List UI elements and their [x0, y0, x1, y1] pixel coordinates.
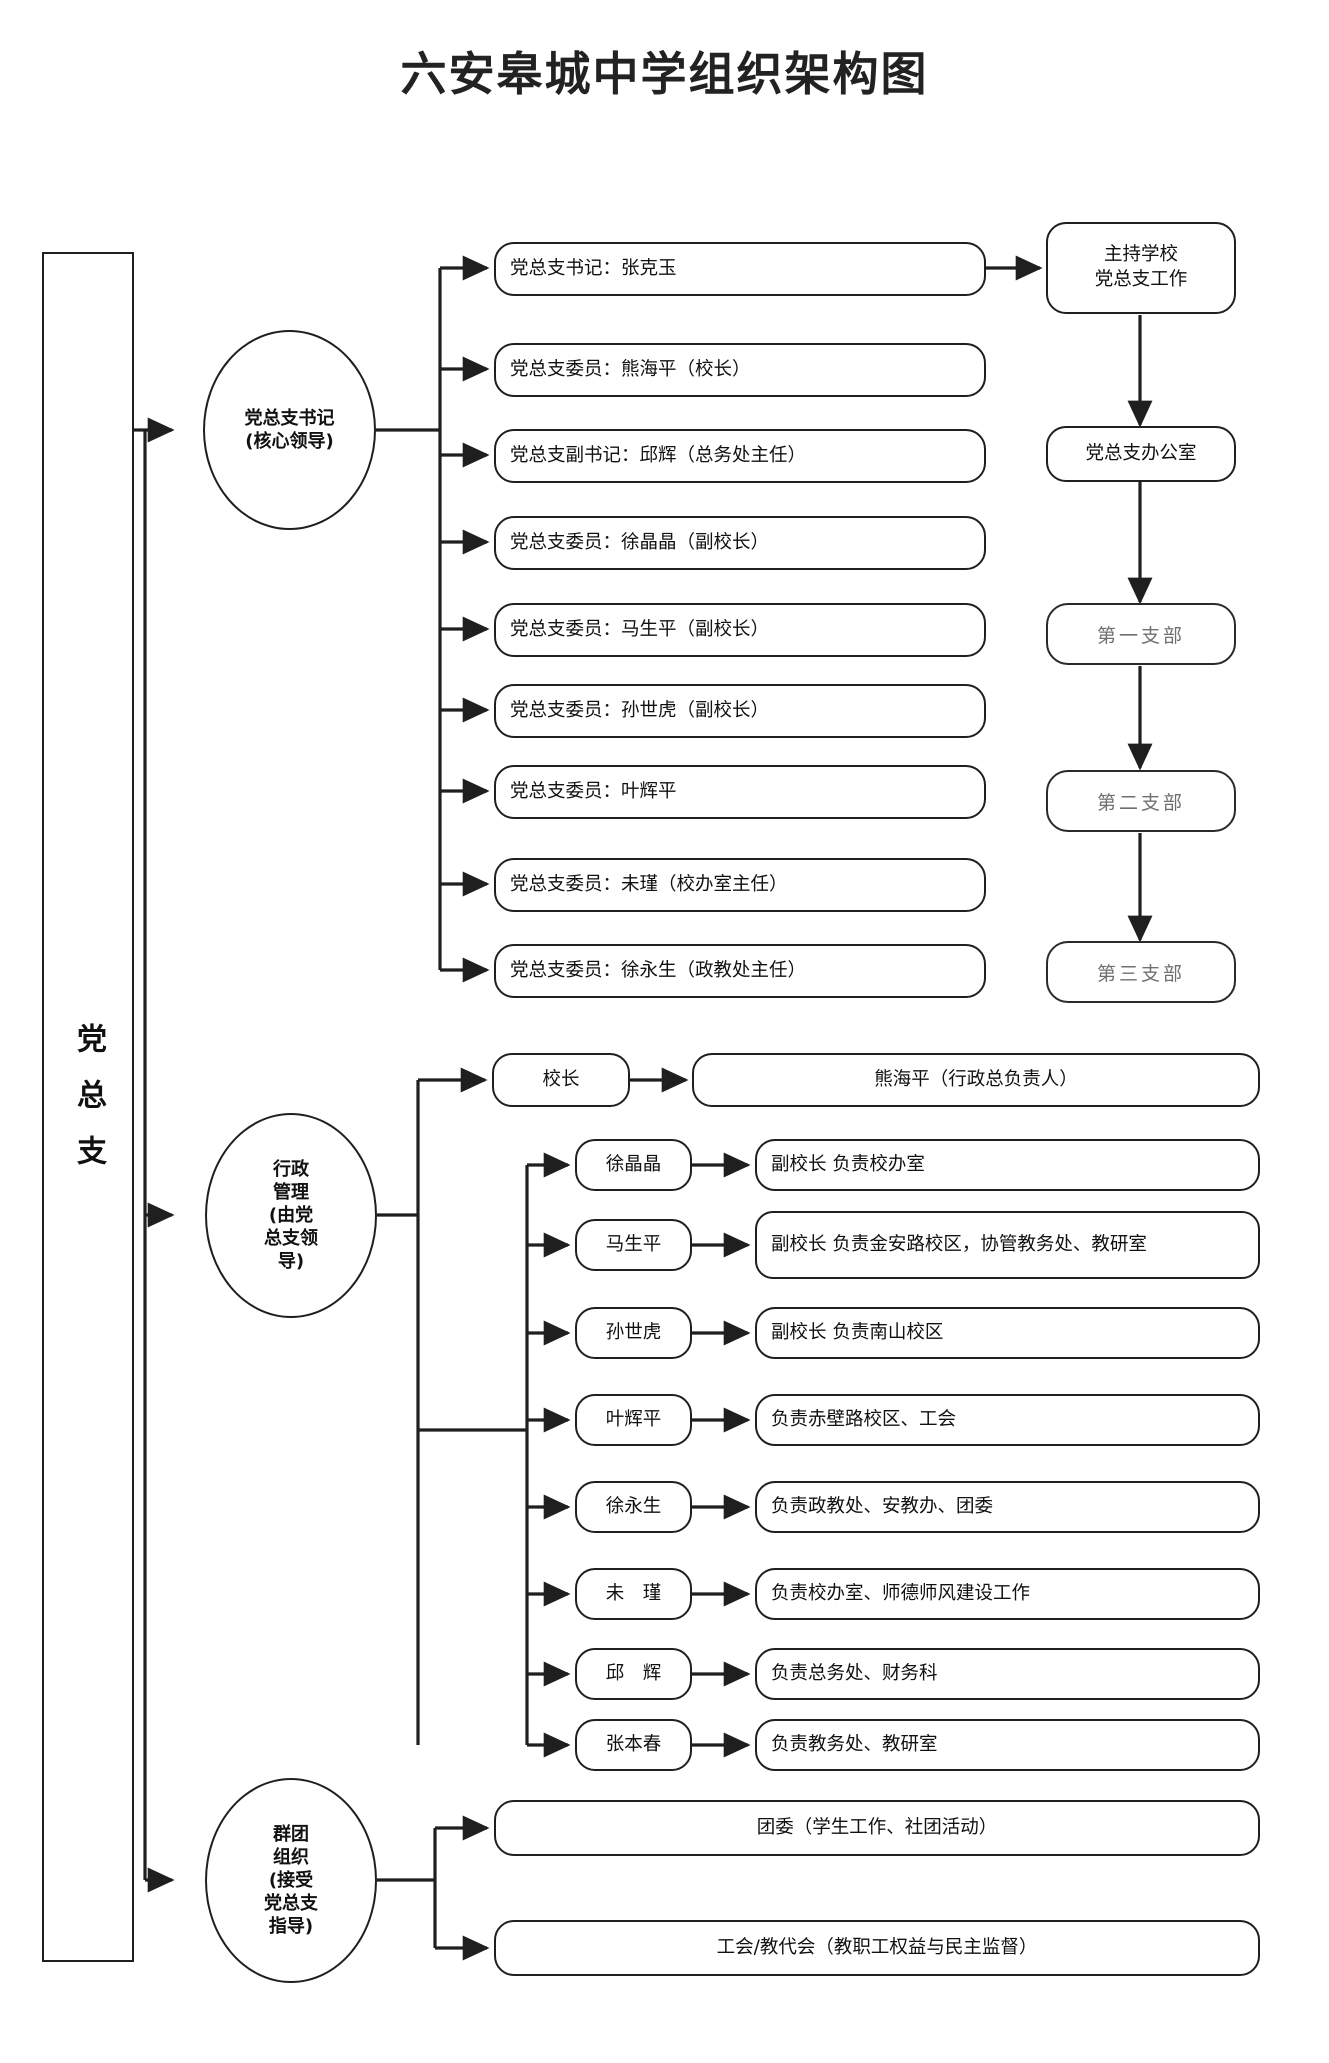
group-admin-line4: 总支领: [264, 1228, 318, 1250]
admin-person-label: 徐永生: [605, 1495, 662, 1517]
group-mass-organizations[interactable]: 群团 组织 (接受 党总支 指导): [205, 1778, 377, 1983]
admin-person-label: 未 瑾: [605, 1582, 662, 1604]
party-duty-line2: 党总支工作: [1094, 269, 1188, 290]
admin-person-box[interactable]: 张本春: [575, 1719, 692, 1771]
admin-person-label: 邱 辉: [605, 1662, 662, 1684]
admin-duty-box[interactable]: 副校长 负责南山校区: [755, 1307, 1260, 1359]
party-branch-label: 第二支部: [1096, 791, 1185, 814]
party-member-label: 党总支委员：熊海平（校长）: [510, 358, 751, 380]
admin-duty-label: 副校长 负责校办室: [771, 1153, 925, 1175]
party-member-label: 党总支委员：马生平（副校长）: [510, 618, 770, 640]
admin-person-box[interactable]: 马生平: [575, 1219, 692, 1271]
party-office-box[interactable]: 党总支办公室: [1046, 426, 1236, 482]
group-admin-line2: 管理: [273, 1181, 309, 1203]
party-member-box[interactable]: 党总支副书记：邱辉（总务处主任）: [494, 429, 986, 483]
admin-person-box[interactable]: 邱 辉: [575, 1648, 692, 1700]
admin-person-label: 孙世虎: [605, 1321, 662, 1343]
party-member-box[interactable]: 党总支委员：徐晶晶（副校长）: [494, 516, 986, 570]
admin-duty-box[interactable]: 副校长 负责金安路校区，协管教务处、教研室: [755, 1211, 1260, 1279]
admin-person-box[interactable]: 徐永生: [575, 1481, 692, 1533]
admin-person-label: 叶辉平: [605, 1408, 662, 1430]
admin-duty-label: 负责校办室、师德师风建设工作: [771, 1582, 1031, 1604]
party-branch-box[interactable]: 第二支部: [1046, 770, 1236, 832]
party-member-label: 党总支委员：孙世虎（副校长）: [510, 699, 770, 721]
party-spine-label: 党总支: [71, 1023, 106, 1191]
mass-org-box[interactable]: 团委（学生工作、社团活动）: [494, 1800, 1260, 1856]
group-admin-line5: 导): [277, 1251, 305, 1273]
party-member-box[interactable]: 党总支书记：张克玉: [494, 242, 986, 296]
party-branch-box[interactable]: 第三支部: [1046, 941, 1236, 1003]
party-branch-label: 第三支部: [1096, 962, 1185, 985]
party-member-box[interactable]: 党总支委员：徐永生（政教处主任）: [494, 944, 986, 998]
party-branch-label: 第一支部: [1096, 624, 1185, 647]
group-mass-line1: 群团: [273, 1823, 309, 1845]
admin-person-box[interactable]: 未 瑾: [575, 1568, 692, 1620]
group-party-line2: (核心领导): [245, 431, 334, 452]
party-member-label: 党总支副书记：邱辉（总务处主任）: [510, 444, 807, 466]
admin-duty-box[interactable]: 负责赤壁路校区、工会: [755, 1394, 1260, 1446]
admin-duty-box[interactable]: 负责校办室、师德师风建设工作: [755, 1568, 1260, 1620]
admin-person-box[interactable]: 徐晶晶: [575, 1139, 692, 1191]
party-duty-line1: 主持学校: [1103, 244, 1178, 266]
group-administration[interactable]: 行政 管理 (由党 总支领 导): [205, 1113, 377, 1318]
group-mass-line4: 党总支: [264, 1893, 318, 1915]
admin-duty-box[interactable]: 负责教务处、教研室: [755, 1719, 1260, 1771]
party-member-box[interactable]: 党总支委员：马生平（副校长）: [494, 603, 986, 657]
mass-org-box[interactable]: 工会/教代会（教职工权益与民主监督）: [494, 1920, 1260, 1976]
principal-detail-label: 熊海平（行政总负责人）: [874, 1068, 1078, 1090]
party-member-label: 党总支委员：徐永生（政教处主任）: [510, 959, 807, 981]
admin-duty-box[interactable]: 负责总务处、财务科: [755, 1648, 1260, 1700]
page-title: 六安皋城中学组织架构图: [400, 47, 929, 101]
mass-org-label: 团委（学生工作、社团活动）: [756, 1816, 998, 1838]
party-duty-box[interactable]: 主持学校 党总支工作: [1046, 222, 1236, 314]
group-admin-line3: (由党: [268, 1204, 314, 1226]
group-admin-line1: 行政: [273, 1158, 309, 1180]
admin-duty-label: 负责赤壁路校区、工会: [771, 1408, 957, 1430]
group-mass-line5: 指导): [268, 1916, 314, 1938]
admin-duty-box[interactable]: 负责政教处、安教办、团委: [755, 1481, 1260, 1533]
group-mass-line2: 组织: [273, 1846, 309, 1868]
admin-duty-label: 负责政教处、安教办、团委: [771, 1495, 994, 1517]
party-member-label: 党总支委员：叶辉平: [510, 780, 677, 802]
group-mass-line3: (接受: [268, 1869, 314, 1891]
party-office-label: 党总支办公室: [1085, 442, 1197, 464]
party-member-box[interactable]: 党总支委员：孙世虎（副校长）: [494, 684, 986, 738]
party-member-box[interactable]: 党总支委员：未瑾（校办室主任）: [494, 858, 986, 912]
principal-detail-box[interactable]: 熊海平（行政总负责人）: [692, 1053, 1260, 1107]
party-member-label: 党总支书记：张克玉: [510, 257, 677, 279]
admin-duty-label: 副校长 负责南山校区: [771, 1321, 944, 1343]
mass-org-label: 工会/教代会（教职工权益与民主监督）: [716, 1936, 1038, 1958]
admin-duty-label: 负责总务处、财务科: [771, 1662, 938, 1684]
party-spine-bar: 党总支: [42, 252, 134, 1962]
admin-duty-box[interactable]: 副校长 负责校办室: [755, 1139, 1260, 1191]
admin-duty-label: 负责教务处、教研室: [771, 1733, 938, 1755]
party-member-label: 党总支委员：未瑾（校办室主任）: [510, 873, 788, 895]
party-member-label: 党总支委员：徐晶晶（副校长）: [510, 531, 770, 553]
admin-person-label: 张本春: [605, 1733, 662, 1755]
admin-person-box[interactable]: 孙世虎: [575, 1307, 692, 1359]
group-party-secretary[interactable]: 党总支书记 (核心领导): [203, 330, 376, 530]
admin-person-box[interactable]: 叶辉平: [575, 1394, 692, 1446]
party-branch-box[interactable]: 第一支部: [1046, 603, 1236, 665]
principal-role-label: 校长: [542, 1068, 580, 1090]
principal-role-box[interactable]: 校长: [492, 1053, 630, 1107]
admin-person-label: 马生平: [605, 1233, 662, 1255]
party-member-box[interactable]: 党总支委员：熊海平（校长）: [494, 343, 986, 397]
admin-duty-label: 副校长 负责金安路校区，协管教务处、教研室: [771, 1233, 1147, 1255]
party-member-box[interactable]: 党总支委员：叶辉平: [494, 765, 986, 819]
group-party-line1: 党总支书记: [244, 407, 335, 429]
admin-person-label: 徐晶晶: [605, 1153, 662, 1175]
